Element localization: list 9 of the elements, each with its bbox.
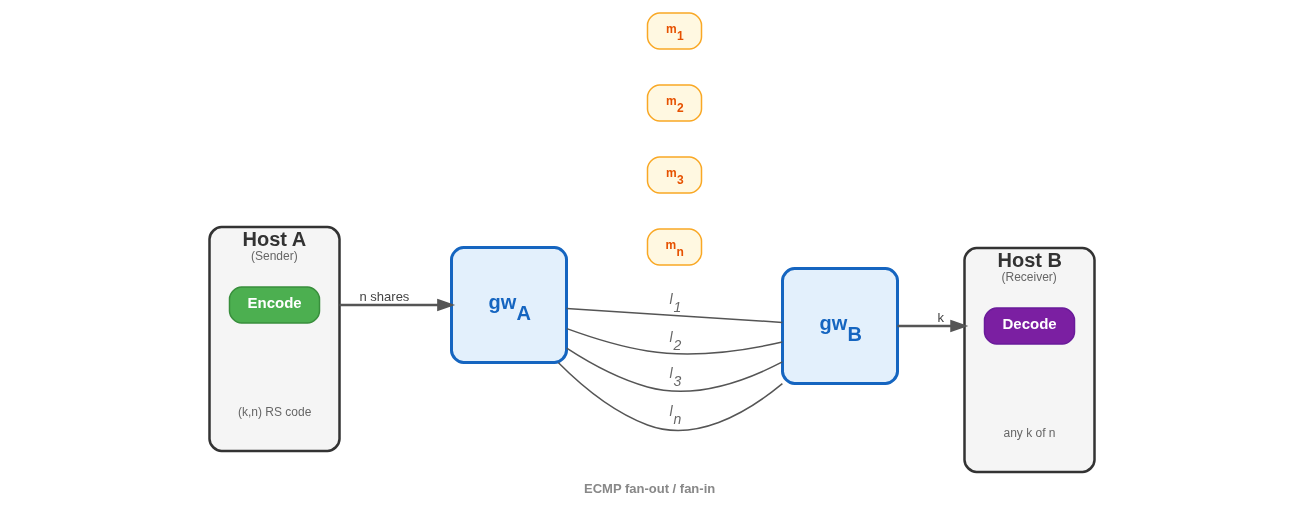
connector bbox=[565, 346, 784, 392]
arrow bbox=[339, 298, 456, 311]
edge-label: n shares bbox=[359, 288, 410, 304]
node-box: Encode bbox=[228, 285, 321, 324]
arrow bbox=[897, 319, 969, 332]
connector bbox=[565, 307, 784, 323]
edge-label: k bbox=[937, 309, 944, 325]
node-box: Decode bbox=[983, 306, 1076, 345]
caption: ECMP fan-out / fan-in bbox=[584, 480, 716, 496]
